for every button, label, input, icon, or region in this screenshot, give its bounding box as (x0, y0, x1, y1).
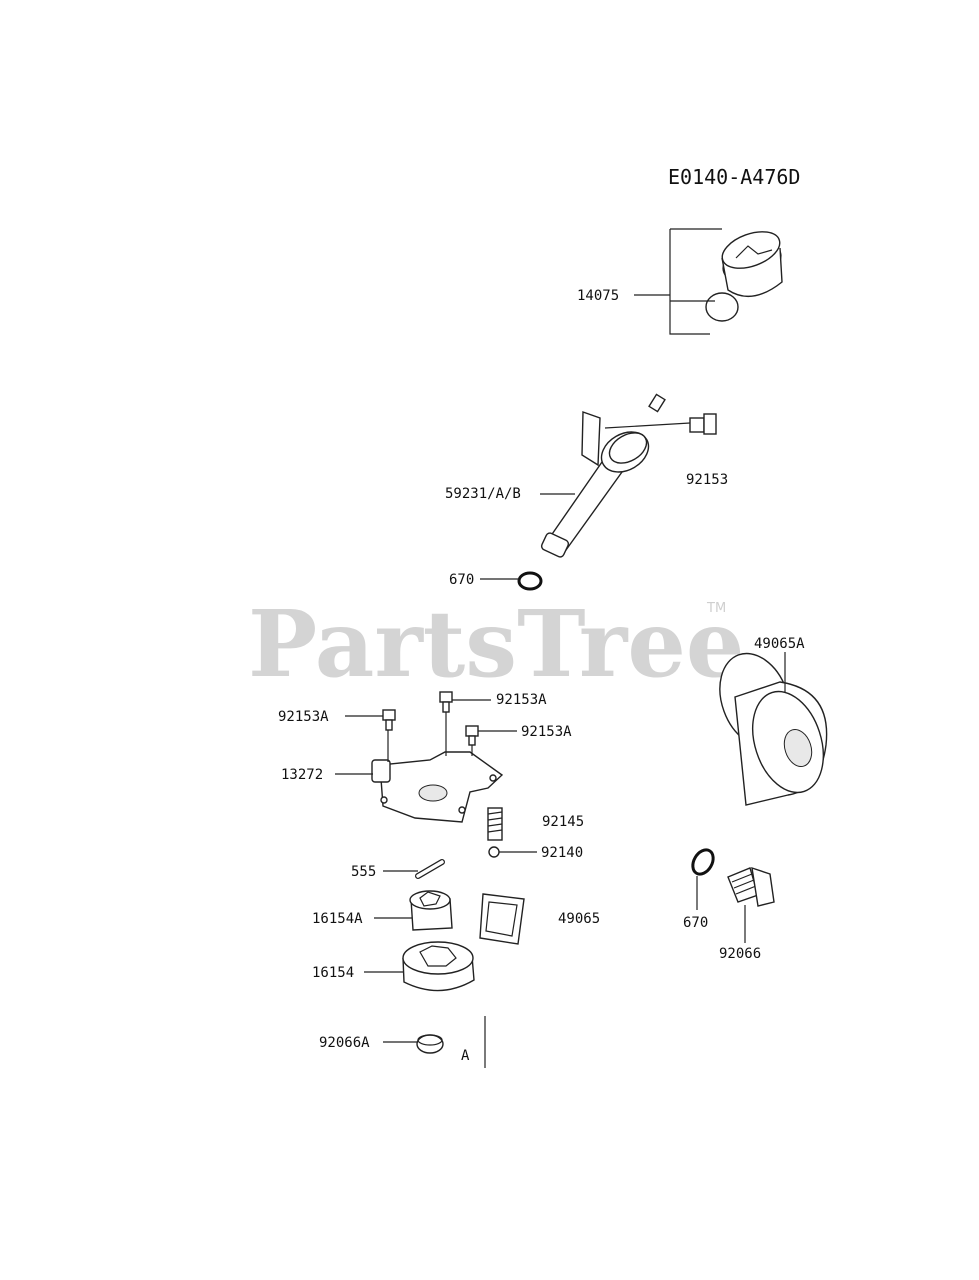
part-bolt-92153A-3[interactable] (465, 725, 479, 746)
diagram-code: E0140-A476D (668, 165, 800, 189)
label-92153A-1[interactable]: 92153A (278, 709, 329, 725)
part-bolt-92153A-1[interactable] (382, 709, 396, 731)
part-oil-filter[interactable] (708, 644, 836, 806)
part-bolt-92153A-2[interactable] (439, 691, 453, 713)
part-inner-rotor[interactable] (409, 890, 453, 931)
part-gasket-49065[interactable] (479, 893, 525, 945)
part-dipstick[interactable] (648, 225, 786, 413)
label-reference-A[interactable]: A (461, 1048, 470, 1064)
label-92066A[interactable]: 92066A (319, 1035, 370, 1051)
label-49065[interactable]: 49065 (558, 911, 600, 927)
label-92140[interactable]: 92140 (541, 845, 583, 861)
part-plug-92066A[interactable] (416, 1034, 444, 1054)
label-92145[interactable]: 92145 (542, 814, 584, 830)
part-pin-555[interactable] (415, 859, 445, 879)
label-670-top[interactable]: 670 (449, 572, 474, 588)
label-16154[interactable]: 16154 (312, 965, 354, 981)
label-92153A-2[interactable]: 92153A (496, 692, 547, 708)
part-oil-filler-tube[interactable] (540, 411, 655, 558)
part-oring-670-top[interactable] (517, 571, 543, 591)
label-670-right[interactable]: 670 (683, 915, 708, 931)
label-92153[interactable]: 92153 (686, 472, 728, 488)
label-13272[interactable]: 13272 (281, 767, 323, 783)
part-outer-rotor[interactable] (402, 941, 475, 992)
label-92153A-3[interactable]: 92153A (521, 724, 572, 740)
part-ball-92140[interactable] (488, 846, 500, 858)
label-16154A[interactable]: 16154A (312, 911, 363, 927)
part-bolt-92153[interactable] (689, 413, 717, 435)
part-oring-670-right[interactable] (689, 846, 718, 878)
label-14075[interactable]: 14075 (577, 288, 619, 304)
part-drain-plug-92066[interactable] (727, 866, 775, 907)
label-555[interactable]: 555 (351, 864, 376, 880)
watermark-trademark: TM (706, 601, 726, 616)
label-59231[interactable]: 59231/A/B (445, 486, 521, 502)
part-spring-92145[interactable] (487, 807, 503, 841)
label-92066[interactable]: 92066 (719, 946, 761, 962)
label-49065A[interactable]: 49065A (754, 636, 805, 652)
watermark-logo: PartsTree (248, 590, 744, 698)
part-oil-pump-plate[interactable] (371, 751, 504, 823)
